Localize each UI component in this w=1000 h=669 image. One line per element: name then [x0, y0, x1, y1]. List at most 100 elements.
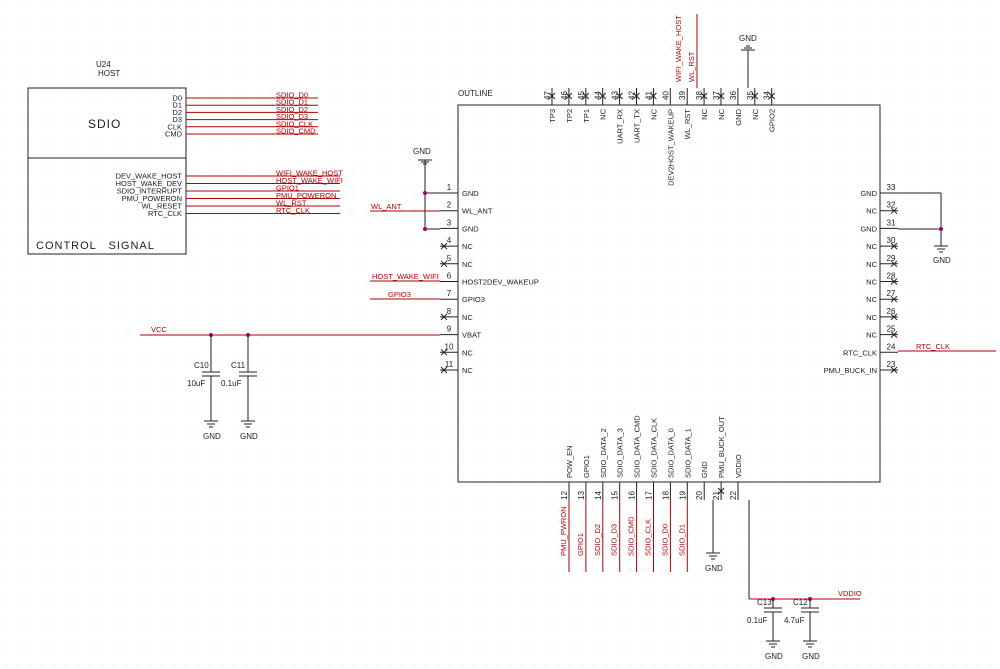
- junction-pin3: [423, 227, 427, 231]
- module-pin-number: 31: [887, 218, 896, 227]
- bottom-net-label: SDIO_D3: [610, 524, 619, 556]
- module-pin-name: NC: [717, 108, 726, 119]
- nc-mark: [890, 278, 898, 285]
- module-pin-number: 23: [887, 360, 896, 369]
- host-ctrl-net: PMU_POWERON: [276, 191, 336, 200]
- capacitor-c10: [202, 335, 220, 428]
- module-pin-number: 8: [447, 307, 452, 316]
- module-pin-number: 29: [887, 254, 896, 263]
- module-pin-name: GND: [462, 189, 479, 198]
- module-pin-number: 40: [661, 91, 670, 100]
- module-pin-name: NC: [866, 207, 877, 216]
- module-pin-number: 24: [887, 342, 896, 351]
- gnd-symbol-left: GND: [413, 147, 432, 229]
- host-pin-label: D0: [172, 94, 182, 103]
- host-pin-label: CMD: [165, 130, 183, 139]
- module-pin-number: 4: [447, 236, 452, 245]
- nc-mark: [565, 92, 573, 100]
- module-pin-name: NC: [866, 260, 877, 269]
- module-pin-name: NC: [700, 108, 709, 119]
- net-top-wake: WIFI_WAKE_HOST: [674, 15, 683, 82]
- module-pin-number: 15: [611, 491, 620, 500]
- nc-mark: [633, 92, 640, 100]
- module-pin-number: 41: [644, 91, 653, 100]
- module-pin-name: TP1: [582, 109, 591, 123]
- net-rtc: RTC_CLK: [916, 342, 950, 351]
- host-pin-label: D1: [172, 101, 182, 110]
- module-pin-name: UART_RX: [616, 109, 625, 144]
- host-sdio-net: SDIO_D1: [276, 98, 308, 107]
- module-pin-name: NC: [462, 348, 473, 357]
- nc-mark: [717, 487, 725, 495]
- module-pin-name: NC: [462, 242, 473, 251]
- nc-mark: [768, 92, 776, 100]
- module-pin-name: WL_ANT: [462, 207, 493, 216]
- module-pin-name: NC: [751, 108, 760, 119]
- module-pin-number: 28: [887, 272, 896, 281]
- module-pin-number: 32: [887, 201, 896, 210]
- module-pin-name: NC: [462, 366, 473, 375]
- host-sdio-net: SDIO_D0: [276, 91, 308, 100]
- nc-mark: [890, 331, 898, 338]
- host-pin-label: D2: [172, 108, 182, 117]
- net-top-rst: WL_RST: [687, 51, 696, 82]
- bottom-net-label: SDIO_D1: [677, 524, 686, 556]
- module-left-pins: 1GND2WL_ANT3GND4NC5NC6HOST2DEV_WAKEUP7GP…: [440, 183, 539, 375]
- module-pin-number: 42: [628, 91, 637, 100]
- bottom-net-label: SDIO_D2: [593, 524, 602, 556]
- host-pin-label: WL_RESET: [142, 202, 183, 211]
- module-pin-name: SDIO_DATA_2: [599, 428, 608, 478]
- nc-mark: [890, 313, 898, 321]
- module-pin-name: GND: [700, 461, 709, 478]
- module-pin-number: 17: [645, 491, 654, 500]
- host-ctrl-net: RTC_CLK: [276, 206, 310, 215]
- module-pin-number: 16: [628, 491, 637, 500]
- module-pin-name: PMU_BUCK_OUT: [717, 416, 726, 478]
- module-pin-number: 46: [560, 91, 569, 100]
- gnd-label-c11: GND: [240, 432, 258, 441]
- host-pin-label: DEV_WAKE_HOST: [116, 172, 183, 181]
- module-pin-number: 5: [447, 254, 452, 263]
- module-pin-name: SDIO_DATA_0: [666, 428, 675, 478]
- module-outline: [457, 104, 881, 483]
- gnd-label-top: GND: [739, 34, 757, 43]
- module-pin-name: NC: [599, 108, 608, 119]
- module-pin-name: WL_RST: [683, 109, 692, 140]
- module-pin-name: GND: [462, 224, 479, 233]
- gnd-label-right: GND: [933, 256, 951, 265]
- module-pin-name: PMU_BUCK_IN: [824, 366, 877, 375]
- bottom-net-label: SDIO_D0: [660, 524, 669, 556]
- c10-ref: C10: [194, 361, 209, 370]
- module-pin-number: 39: [678, 91, 687, 100]
- module-pin-number: 47: [543, 91, 552, 100]
- bottom-net-label: SDIO_CMD: [627, 516, 636, 556]
- module-pin-number: 19: [678, 491, 687, 500]
- module-pin-name: HOST2DEV_WAKEUP: [462, 278, 539, 287]
- module-pin-name: TP2: [565, 109, 574, 123]
- nc-mark: [548, 92, 556, 100]
- host-ctrl-net: WIFI_WAKE_HOST: [276, 169, 343, 178]
- nc-mark: [582, 92, 590, 100]
- module-pin-name: NC: [649, 108, 658, 119]
- module-pin-number: 13: [577, 491, 586, 500]
- module-pin-number: 36: [729, 91, 738, 100]
- gnd-label-c10: GND: [203, 432, 221, 441]
- module-pin-name: NC: [462, 313, 473, 322]
- host-ctrl-net: GPIO1: [276, 184, 299, 193]
- c10-value: 10uF: [187, 379, 205, 388]
- module-pin-name: NC: [866, 278, 877, 287]
- module-pin-name: SDIO_DATA_3: [616, 428, 625, 478]
- nc-mark: [890, 295, 898, 303]
- junction-pin31: [939, 227, 943, 231]
- module-pin-name: GND: [734, 108, 743, 125]
- bottom-net-label: SDIO_CLK: [644, 519, 653, 556]
- gnd-symbol-bottom: [706, 552, 720, 560]
- host-pin-label: PMU_POWERON: [122, 194, 182, 203]
- net-wl-ant: WL_ANT: [371, 202, 402, 211]
- capacitor-c11: [239, 335, 257, 428]
- module-pin-number: 3: [447, 218, 452, 227]
- module-pin-name: TP3: [548, 109, 557, 123]
- module-pin-name: VBAT: [462, 331, 481, 340]
- host-pin-label: CLK: [167, 122, 182, 131]
